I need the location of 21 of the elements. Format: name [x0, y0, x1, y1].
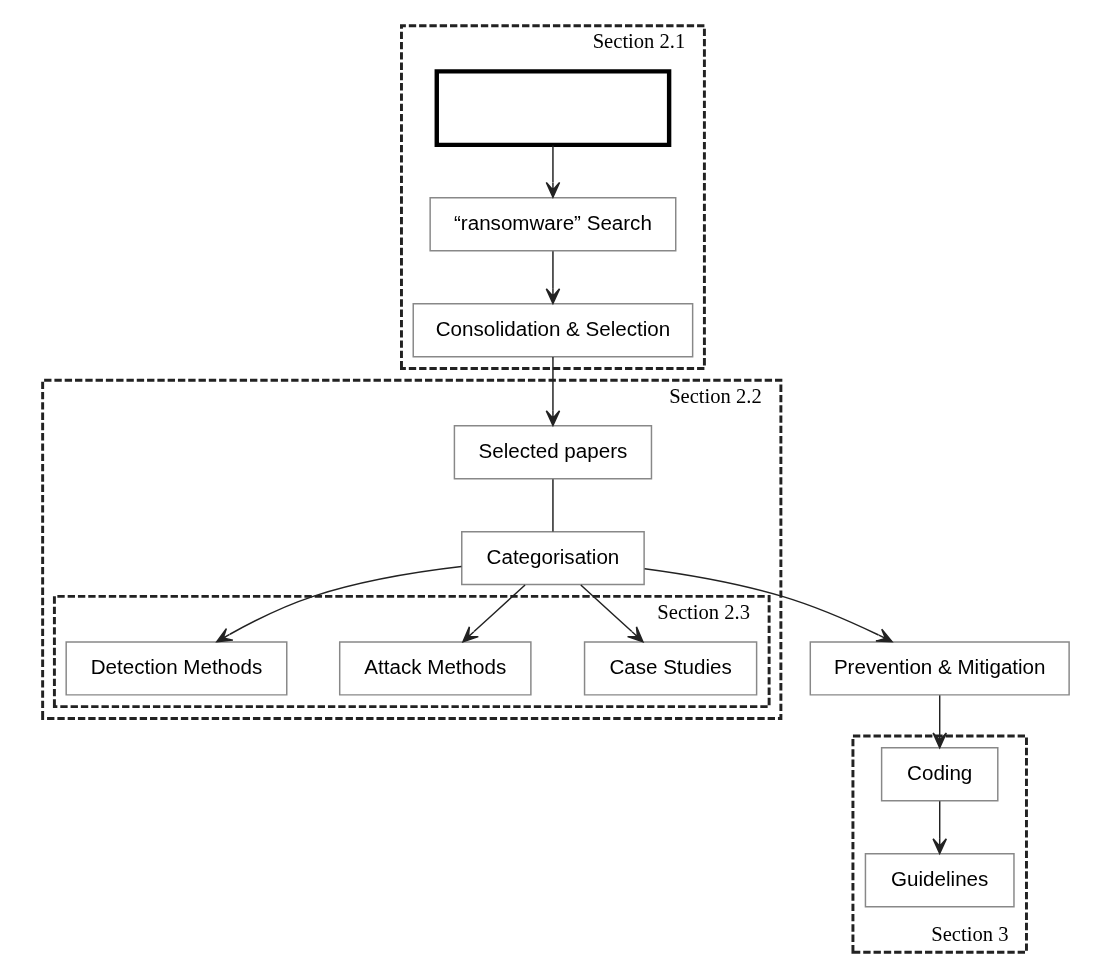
arrow	[545, 144, 561, 198]
connector	[552, 478, 554, 533]
node-box: Categorisation	[461, 530, 645, 586]
node-box: Coding	[880, 747, 999, 802]
arrow	[932, 800, 948, 855]
arrow	[545, 250, 561, 305]
node-box: Detection Methods	[65, 641, 288, 696]
node-box: Selected papers	[453, 425, 653, 480]
arrow	[643, 567, 893, 643]
node-box: Case Studies	[583, 641, 758, 696]
node-box: Attack Methods	[338, 641, 532, 696]
node-box	[434, 69, 672, 148]
node-box: Consolidation & Selection	[412, 302, 694, 358]
arrow	[545, 356, 561, 427]
arrow	[216, 565, 463, 643]
node-box: Guidelines	[864, 852, 1015, 908]
arrow	[932, 694, 948, 749]
arrow	[462, 584, 526, 643]
node-box: “ransomware” Search	[429, 197, 677, 252]
arrow	[580, 584, 644, 643]
node-box: Prevention & Mitigation	[809, 641, 1070, 696]
